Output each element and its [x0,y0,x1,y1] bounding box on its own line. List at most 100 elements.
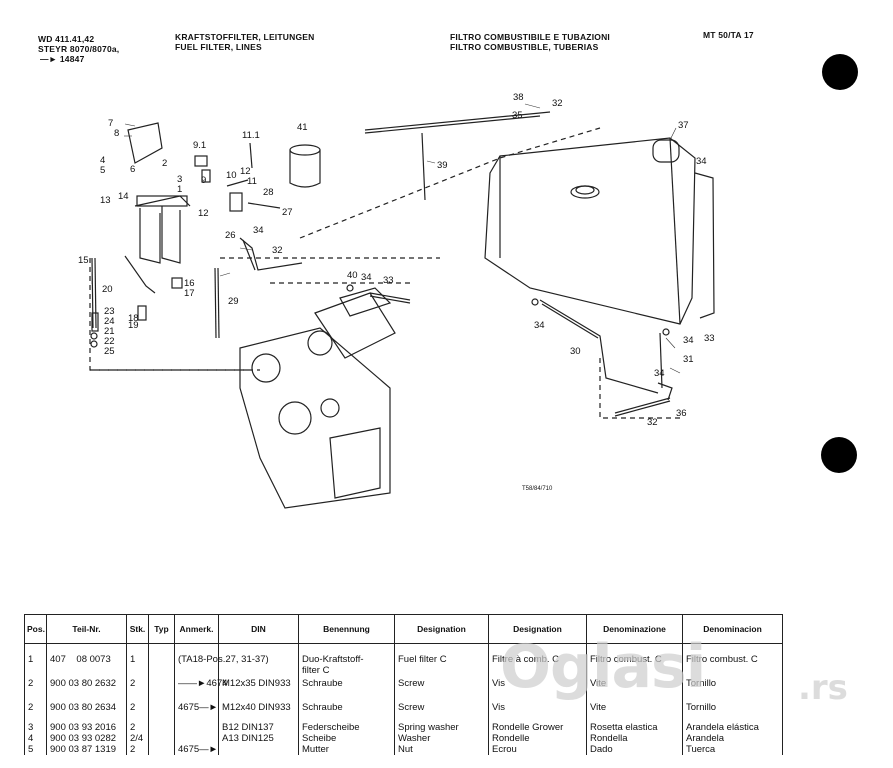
col-qty: Stk. [126,614,149,644]
cell-type [148,744,175,755]
col-type: Typ [148,614,175,644]
cell-part-number: 900 03 87 1319 [46,744,127,755]
cell-designation-fr: Ecrou [488,744,587,755]
cell-din [218,654,299,678]
callout-label: 28 [263,187,274,198]
callout-label: 39 [437,160,448,171]
cell-pos: 3 [24,722,47,733]
cell-part-number: 900 03 80 2634 [46,702,127,722]
callout-label: 31 [683,354,694,365]
header-model-info: WD 411.41,42 STEYR 8070/8070a, —► 14847 [38,34,119,64]
watermark-tld: .rs [798,668,848,708]
header-title-de-en: KRAFTSTOFFILTER, LEITUNGEN FUEL FILTER, … [175,32,314,52]
cell-remark [174,733,219,744]
cell-remark [174,722,219,733]
table-row: 3 900 03 93 2016 2 B12 DIN137 Federschei… [24,722,783,733]
cell-type [148,678,175,702]
callout-label: 34 [253,225,264,236]
cell-qty: 2 [126,678,149,702]
parts-table-header: Pos. Teil-Nr. Stk. Typ Anmerk. DIN Benen… [24,614,783,644]
cell-designation-en: Nut [394,744,489,755]
col-designation-en: Designation [394,614,489,644]
cell-pos: 1 [24,654,47,678]
header-model-line-2: STEYR 8070/8070a, [38,44,120,54]
table-row: 2 900 03 80 2634 2 4675—► M12x40 DIN933 … [24,702,783,722]
cell-remark: (TA18-Pos.27, 31-37) [174,654,269,678]
callout-label: 34 [683,335,694,346]
cell-benennung: Duo-Kraftstoff- filter C [298,654,395,678]
cell-pos: 2 [24,702,47,722]
col-din: DIN [218,614,299,644]
callout-label: 10 [226,170,237,181]
callout-label: 2 [162,158,167,169]
cell-designation-en: Screw [394,702,489,722]
col-designation-fr: Designation [488,614,587,644]
callout-label: 41 [297,122,308,133]
cell-benennung: Scheibe [298,733,395,744]
callout-label: 4 [100,155,105,166]
cell-remark: ——►4674 [174,678,228,702]
callout-label: 20 [102,284,113,295]
callout-label: 27 [282,207,293,218]
callout-label: 19 [128,320,139,331]
callout-label: 29 [228,296,239,307]
header-model-line-1: WD 411.41,42 [38,34,95,44]
callout-label: 12 [240,166,251,177]
callout-label: 33 [383,275,394,286]
header-title-it-es: FILTRO COMBUSTIBILE E TUBAZIONI FILTRO C… [450,32,610,52]
binder-hole-middle [821,437,857,473]
callout-label: 13 [100,195,111,206]
cell-pos: 2 [24,678,47,702]
header-model-line-3: —► 14847 [40,54,85,64]
cell-benennung: Schraube [298,678,395,702]
cell-part-number: 900 03 93 0282 [46,733,127,744]
callout-label: 7 [108,118,113,129]
col-remark: Anmerk. [174,614,219,644]
callout-label: 26 [225,230,236,241]
col-denominacion: Denominacion [682,614,783,644]
fuel-filter-exploded-diagram: 7 8 4 5 6 2 3 1 13 14 15 20 23 24 21 22 … [78,92,715,509]
cell-benennung: Federscheibe [298,722,395,733]
callout-label: 33 [704,333,715,344]
col-benennung: Benennung [298,614,395,644]
cell-designation-fr: Vis [488,702,587,722]
table-row: 1 407 08 0073 1 (TA18-Pos.27, 31-37) Duo… [24,654,783,678]
callout-label: 32 [647,417,658,428]
callout-label: 15 [78,255,89,266]
callout-label: 16 [184,278,195,289]
cell-din: A13 DIN125 [218,733,299,744]
callout-label: 34 [654,368,665,379]
table-row: 4 900 03 93 0282 2/4 A13 DIN125 Scheibe … [24,733,783,744]
cell-designation-en: Washer [394,733,489,744]
callout-label: 32 [272,245,283,256]
col-pos: Pos. [24,614,47,644]
cell-din: M12x35 DIN933 [218,678,299,702]
cell-benennung: Mutter [298,744,395,755]
title-german: KRAFTSTOFFILTER, LEITUNGEN [175,32,315,42]
col-part-number: Teil-Nr. [46,614,127,644]
table-row: 5 900 03 87 1319 2 4675—► Mutter Nut Ecr… [24,744,783,755]
table-row: 2 900 03 80 2632 2 ——►4674 M12x35 DIN933… [24,678,783,702]
parts-table: Pos. Teil-Nr. Stk. Typ Anmerk. DIN Benen… [24,614,783,755]
diagram-callouts: 7 8 4 5 6 2 3 1 13 14 15 20 23 24 21 22 … [78,92,715,428]
cell-designation-fr: Rondelle Grower [488,722,587,733]
cell-pos: 4 [24,733,47,744]
callout-label: 40 [347,270,358,281]
callout-label: 12 [198,208,209,219]
figure-reference: T58/84/710 [522,486,553,492]
cell-denominazione: Vite [586,678,683,702]
cell-denominazione: Rosetta elastica [586,722,683,733]
binder-hole-top [822,54,858,90]
page-code: MT 50/TA 17 [703,30,754,40]
cell-denominazione: Vite [586,702,683,722]
cell-part-number: 900 03 93 2016 [46,722,127,733]
cell-denominazione: Filtro combust. C [586,654,683,678]
callout-label: 22 [104,336,115,347]
callout-label: 34 [696,156,707,167]
callout-label: 36 [676,408,687,419]
cell-denominacion: Tornillo [682,702,783,722]
cell-designation-en: Fuel filter C [394,654,489,678]
cell-denominazione: Rondella [586,733,683,744]
cell-benennung: Schraube [298,702,395,722]
callout-label: 34 [534,320,545,331]
